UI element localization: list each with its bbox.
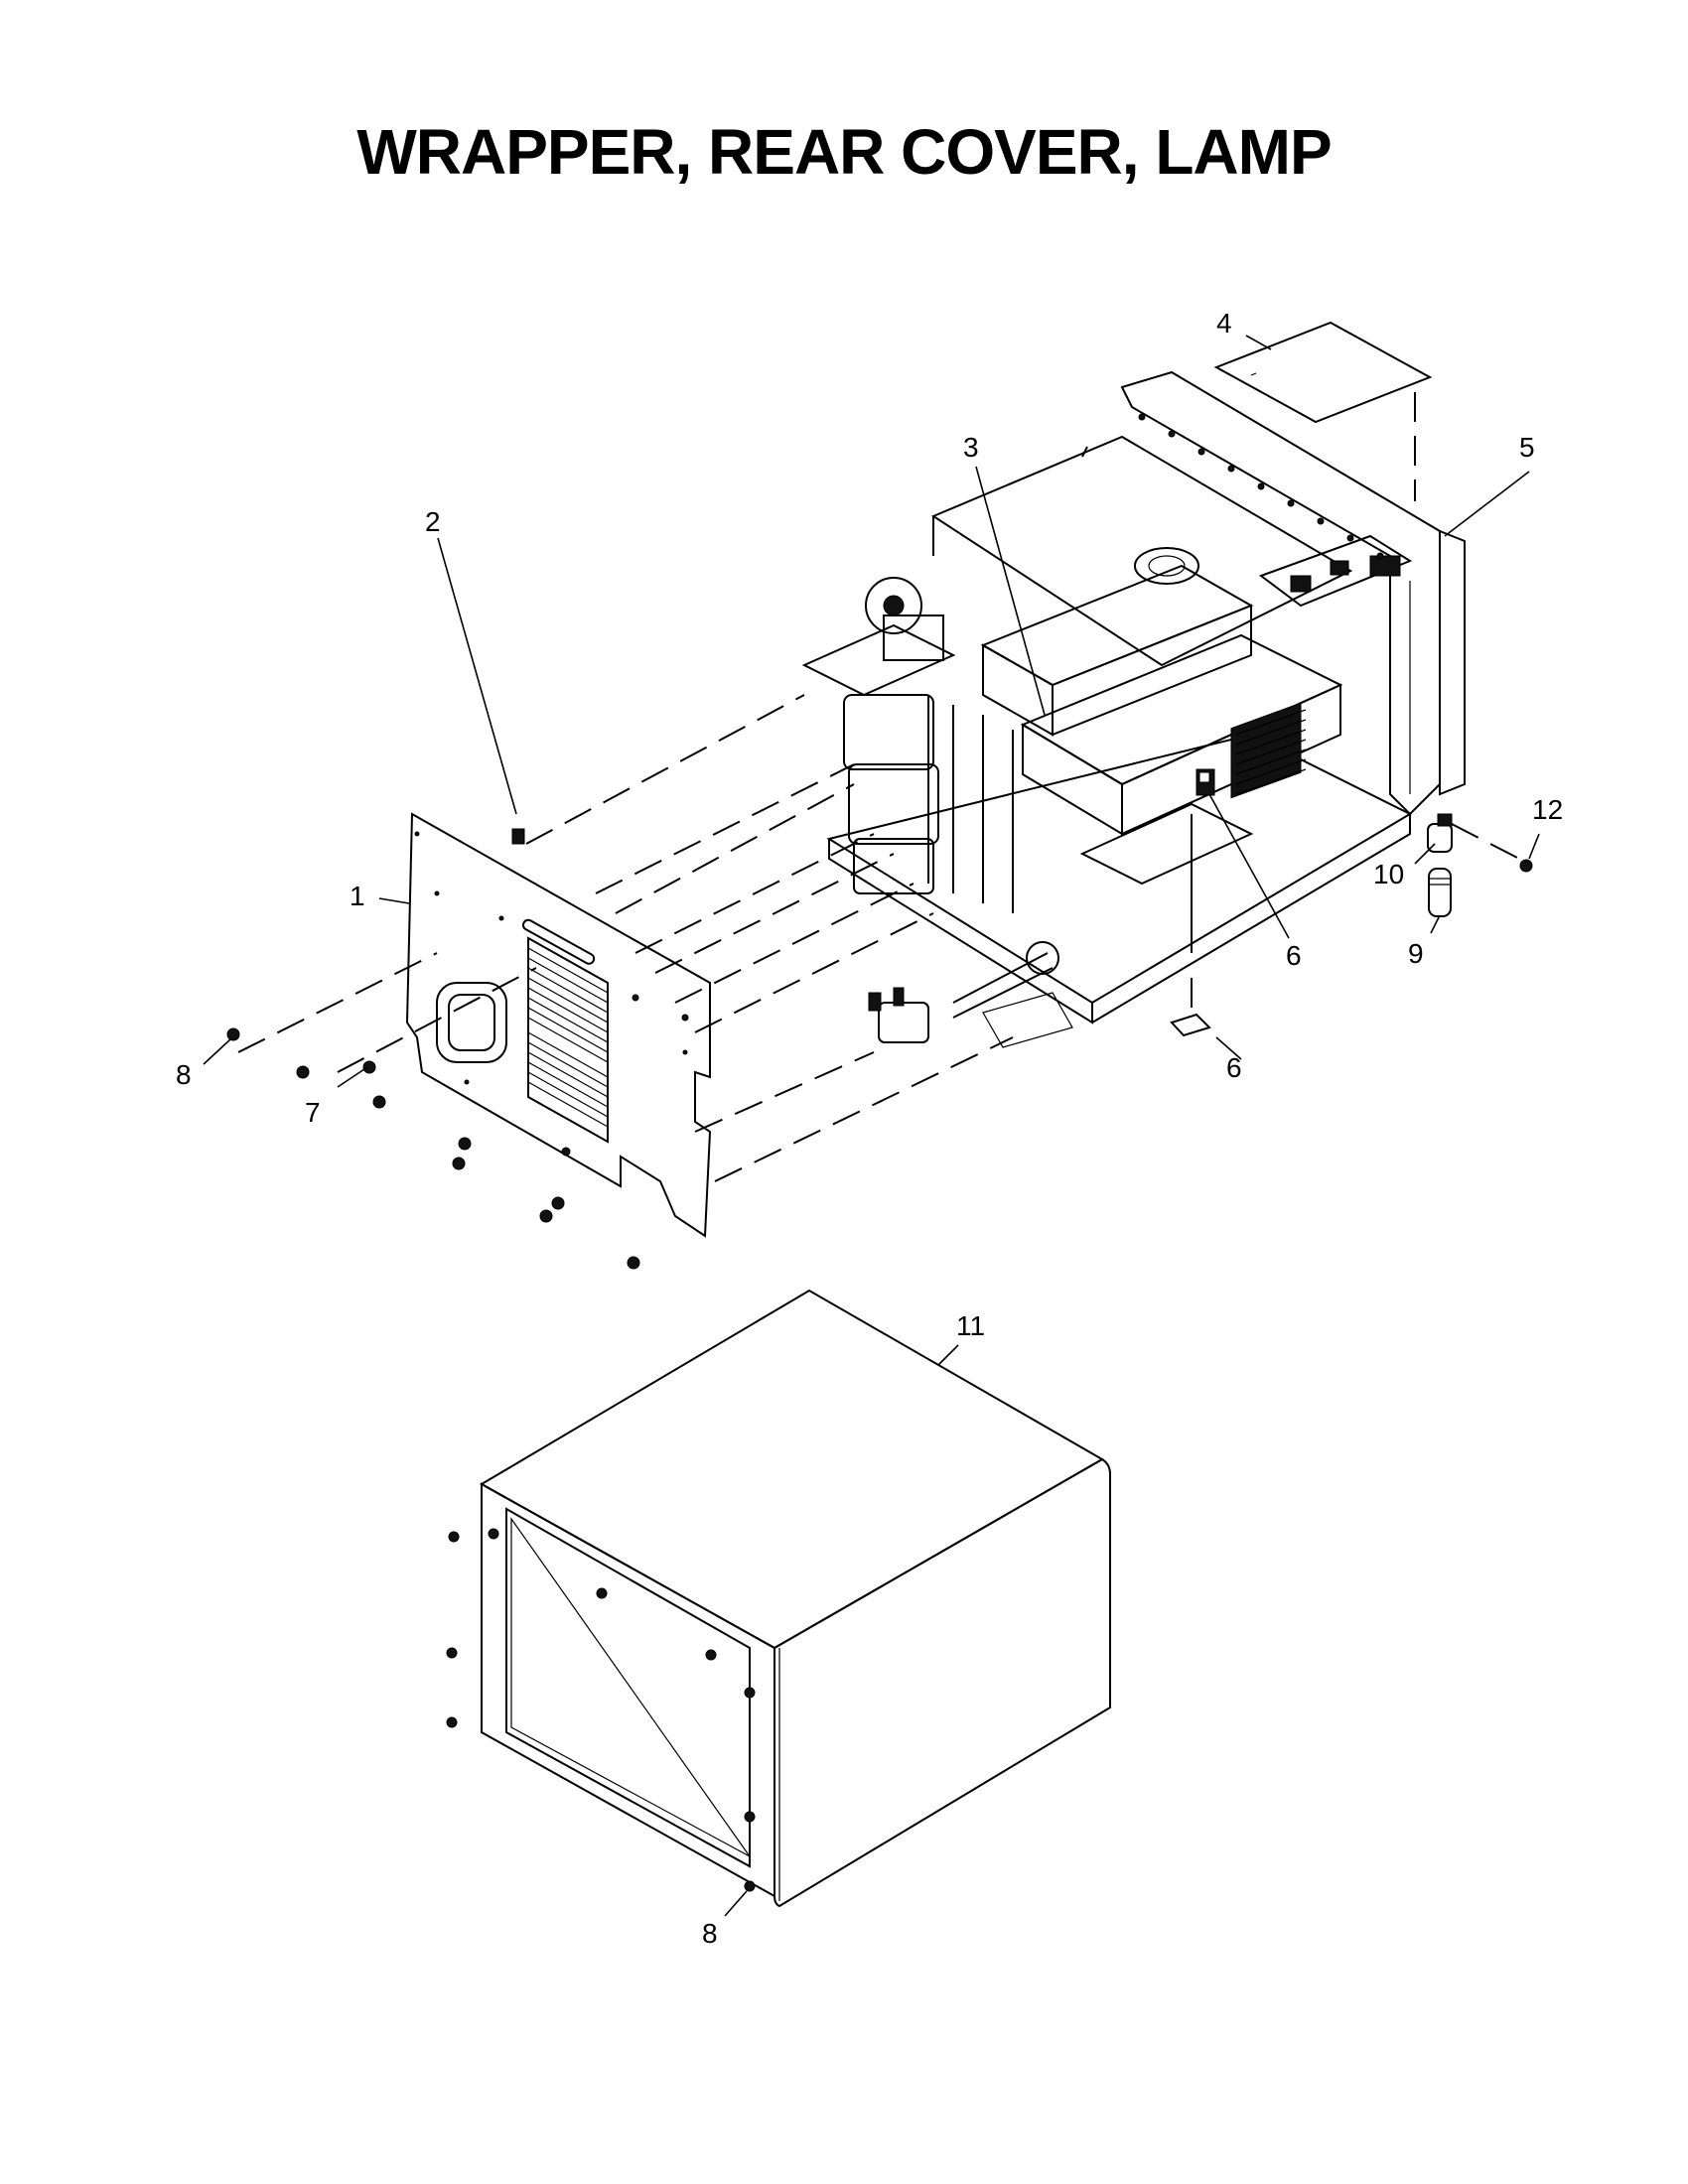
power-cord <box>952 952 1049 1004</box>
callout-12: 12 <box>1532 794 1563 825</box>
rear-cover-screws <box>226 1027 640 1270</box>
cavity-top <box>930 435 1353 667</box>
part-2-clip <box>511 828 525 845</box>
front-frame <box>1120 370 1441 816</box>
callout-11: 11 <box>956 1310 985 1341</box>
part-1-rear-cover <box>405 812 712 1238</box>
callout-1: 1 <box>350 881 365 911</box>
callout-10: 10 <box>1373 859 1404 889</box>
part-11-wrapper <box>446 1289 1111 1908</box>
rear-cover-vent <box>521 918 609 1144</box>
oven-chassis-assembly <box>801 370 1466 1048</box>
part-9-lamp-bulb <box>1428 868 1452 917</box>
fan <box>865 577 922 634</box>
control-board <box>1258 534 1413 608</box>
part-12-screw <box>1519 859 1533 873</box>
callout-4: 4 <box>1216 308 1232 339</box>
callout-8-upper: 8 <box>176 1059 192 1090</box>
assembly-projection-lines <box>237 694 1014 1182</box>
page-title: WRAPPER, REAR COVER, LAMP <box>356 116 1332 188</box>
callout-5: 5 <box>1519 432 1535 463</box>
callout-6-switch: 6 <box>1286 940 1302 971</box>
callout-9: 9 <box>1408 938 1424 969</box>
upper-bracket <box>801 623 956 697</box>
callout-6-pad: 6 <box>1226 1052 1242 1083</box>
power-plug <box>878 1002 929 1043</box>
callout-7: 7 <box>305 1097 321 1128</box>
leader-lines <box>203 335 1540 1917</box>
callout-2: 2 <box>425 506 441 537</box>
callout-3: 3 <box>963 432 979 463</box>
part-6-pad <box>1170 1013 1211 1037</box>
rear-cover-duct <box>436 982 507 1063</box>
callout-8-lower: 8 <box>702 1918 718 1949</box>
lamp-assembly <box>1427 813 1533 917</box>
part-4-cover-plate <box>1213 321 1433 501</box>
chassis-base <box>826 733 1413 1005</box>
